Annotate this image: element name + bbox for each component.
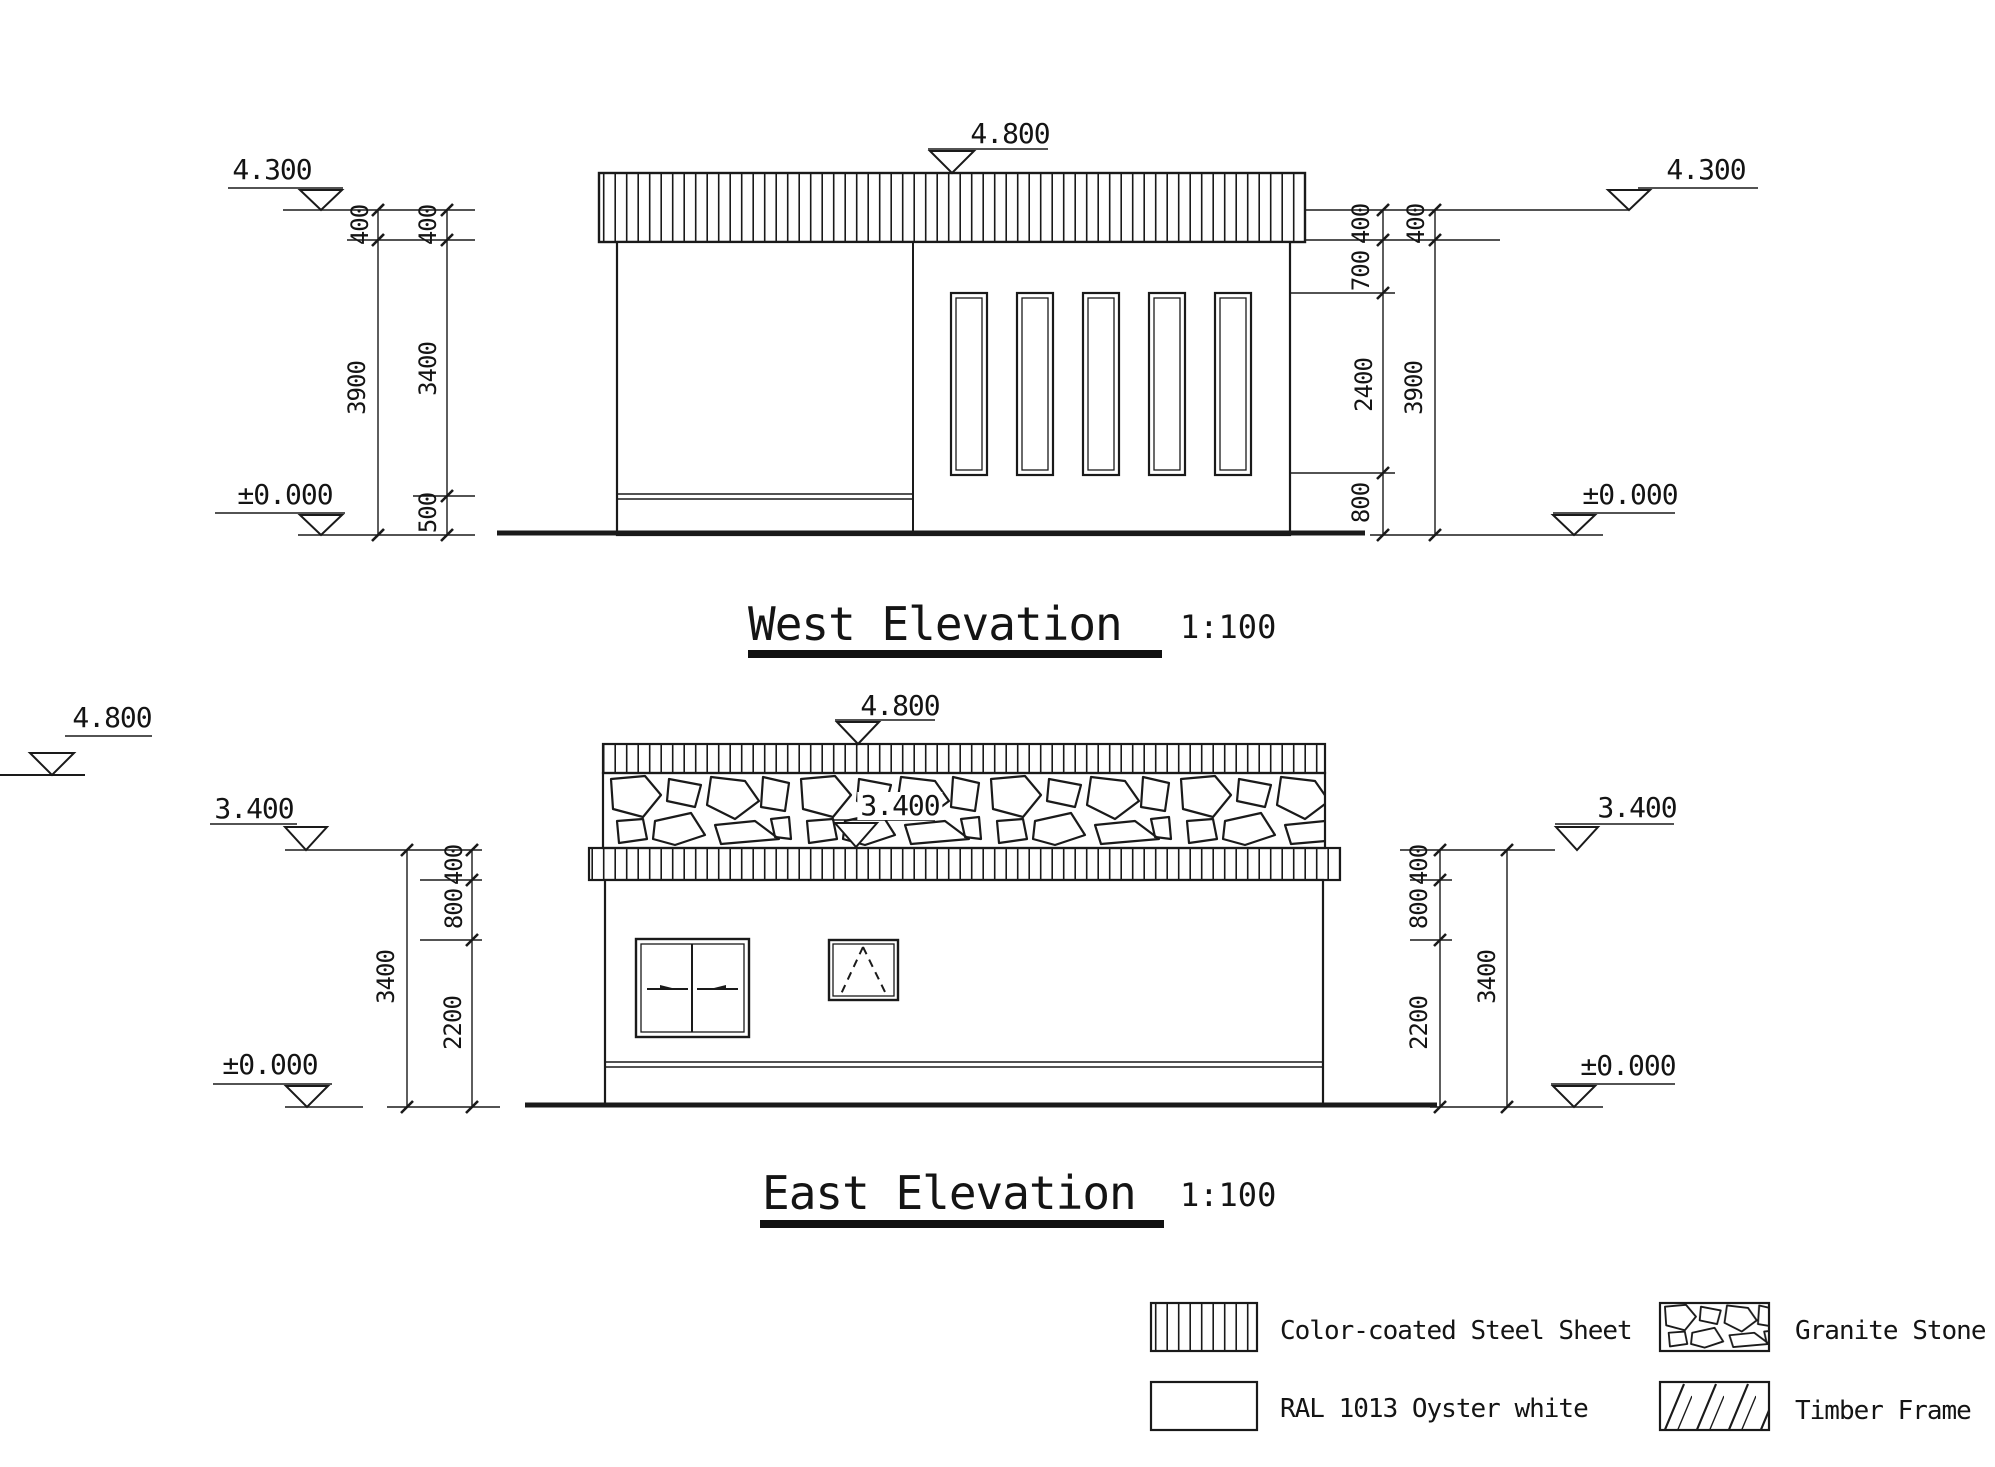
east-dim-800-left: 800: [440, 888, 468, 930]
west-title-underline: [748, 650, 1162, 658]
west-dim-3900-right: 3900: [1400, 361, 1428, 415]
east-level-3400-left: 3.400: [214, 792, 294, 825]
east-dimension-lines: [285, 849, 1603, 1108]
legend-paint-label: RAL 1013 Oyster white: [1280, 1394, 1589, 1424]
west-dim-400-inner-left: 400: [414, 204, 442, 246]
east-elevation-drawing: [0, 719, 1675, 1228]
east-level-4800-center: 4.800: [860, 689, 940, 722]
west-slot-windows: [949, 291, 1253, 477]
east-level-3400-center: 3.400: [857, 792, 943, 820]
east-dim-3400-left: 3400: [372, 950, 400, 1004]
east-dim-400-right: 400: [1405, 844, 1433, 886]
east-dim-800-right: 800: [1405, 888, 1433, 930]
west-dim-400-outer-left: 400: [346, 204, 374, 246]
east-level-markers: [0, 719, 1675, 1109]
legend-granite-label: Granite Stone: [1795, 1316, 1986, 1346]
west-dim-800-right: 800: [1347, 482, 1375, 524]
west-wall: [615, 240, 1292, 537]
west-dim-2400-right: 2400: [1350, 358, 1378, 412]
east-dim-400-left: 400: [440, 844, 468, 886]
east-dim-2200-right: 2200: [1405, 996, 1433, 1050]
east-level-ground-right: ±0.000: [1580, 1049, 1676, 1082]
west-dim-700-right: 700: [1347, 250, 1375, 292]
legend-timber-label: Timber Frame: [1795, 1396, 1972, 1426]
east-lower-steel-band: [587, 846, 1342, 882]
west-dim-400-outer-right: 400: [1402, 203, 1430, 245]
legend-granite-swatch: [1658, 1301, 1771, 1353]
east-level-ground-left: ±0.000: [222, 1048, 318, 1081]
east-sliding-window: [634, 937, 751, 1039]
legend-steel-label: Color-coated Steel Sheet: [1280, 1316, 1633, 1346]
east-level-4800-far-left: 4.800: [72, 701, 152, 734]
west-dimension-ticks: [371, 203, 1442, 542]
west-level-ground-left: ±0.000: [237, 478, 333, 511]
west-elevation-drawing: [215, 148, 1758, 658]
west-level-4800: 4.800: [970, 117, 1050, 150]
east-title: East Elevation: [762, 1166, 1137, 1220]
east-dim-2200-left: 2200: [439, 996, 467, 1050]
east-wall: [603, 878, 1325, 1107]
legend-swatches: [1149, 1301, 1771, 1432]
west-level-markers: [215, 148, 1758, 537]
west-level-4300-right: 4.300: [1666, 153, 1746, 186]
legend-timber-swatch: [1658, 1380, 1771, 1432]
east-scale: 1:100: [1180, 1176, 1277, 1214]
legend-steel-swatch: [1149, 1301, 1259, 1353]
east-dim-3400-right: 3400: [1473, 950, 1501, 1004]
east-level-3400-right: 3.400: [1597, 791, 1677, 824]
west-level-4300-left: 4.300: [232, 153, 312, 186]
west-dim-500-left: 500: [414, 492, 442, 534]
legend-paint-swatch: [1149, 1380, 1259, 1432]
west-level-ground-right: ±0.000: [1582, 478, 1678, 511]
west-dim-400-inner-right: 400: [1347, 203, 1375, 245]
east-upper-steel-band: [601, 742, 1327, 775]
east-title-underline: [760, 1220, 1164, 1228]
east-dimension-ticks: [400, 843, 1514, 1114]
west-dim-3900-left: 3900: [343, 361, 371, 415]
west-title: West Elevation: [748, 597, 1123, 651]
west-scale: 1:100: [1180, 608, 1277, 646]
west-dim-3400-left: 3400: [414, 342, 442, 396]
east-granite-band: [601, 771, 1327, 850]
east-awning-window: [827, 938, 900, 1002]
west-roof-steel-band: [597, 171, 1307, 244]
